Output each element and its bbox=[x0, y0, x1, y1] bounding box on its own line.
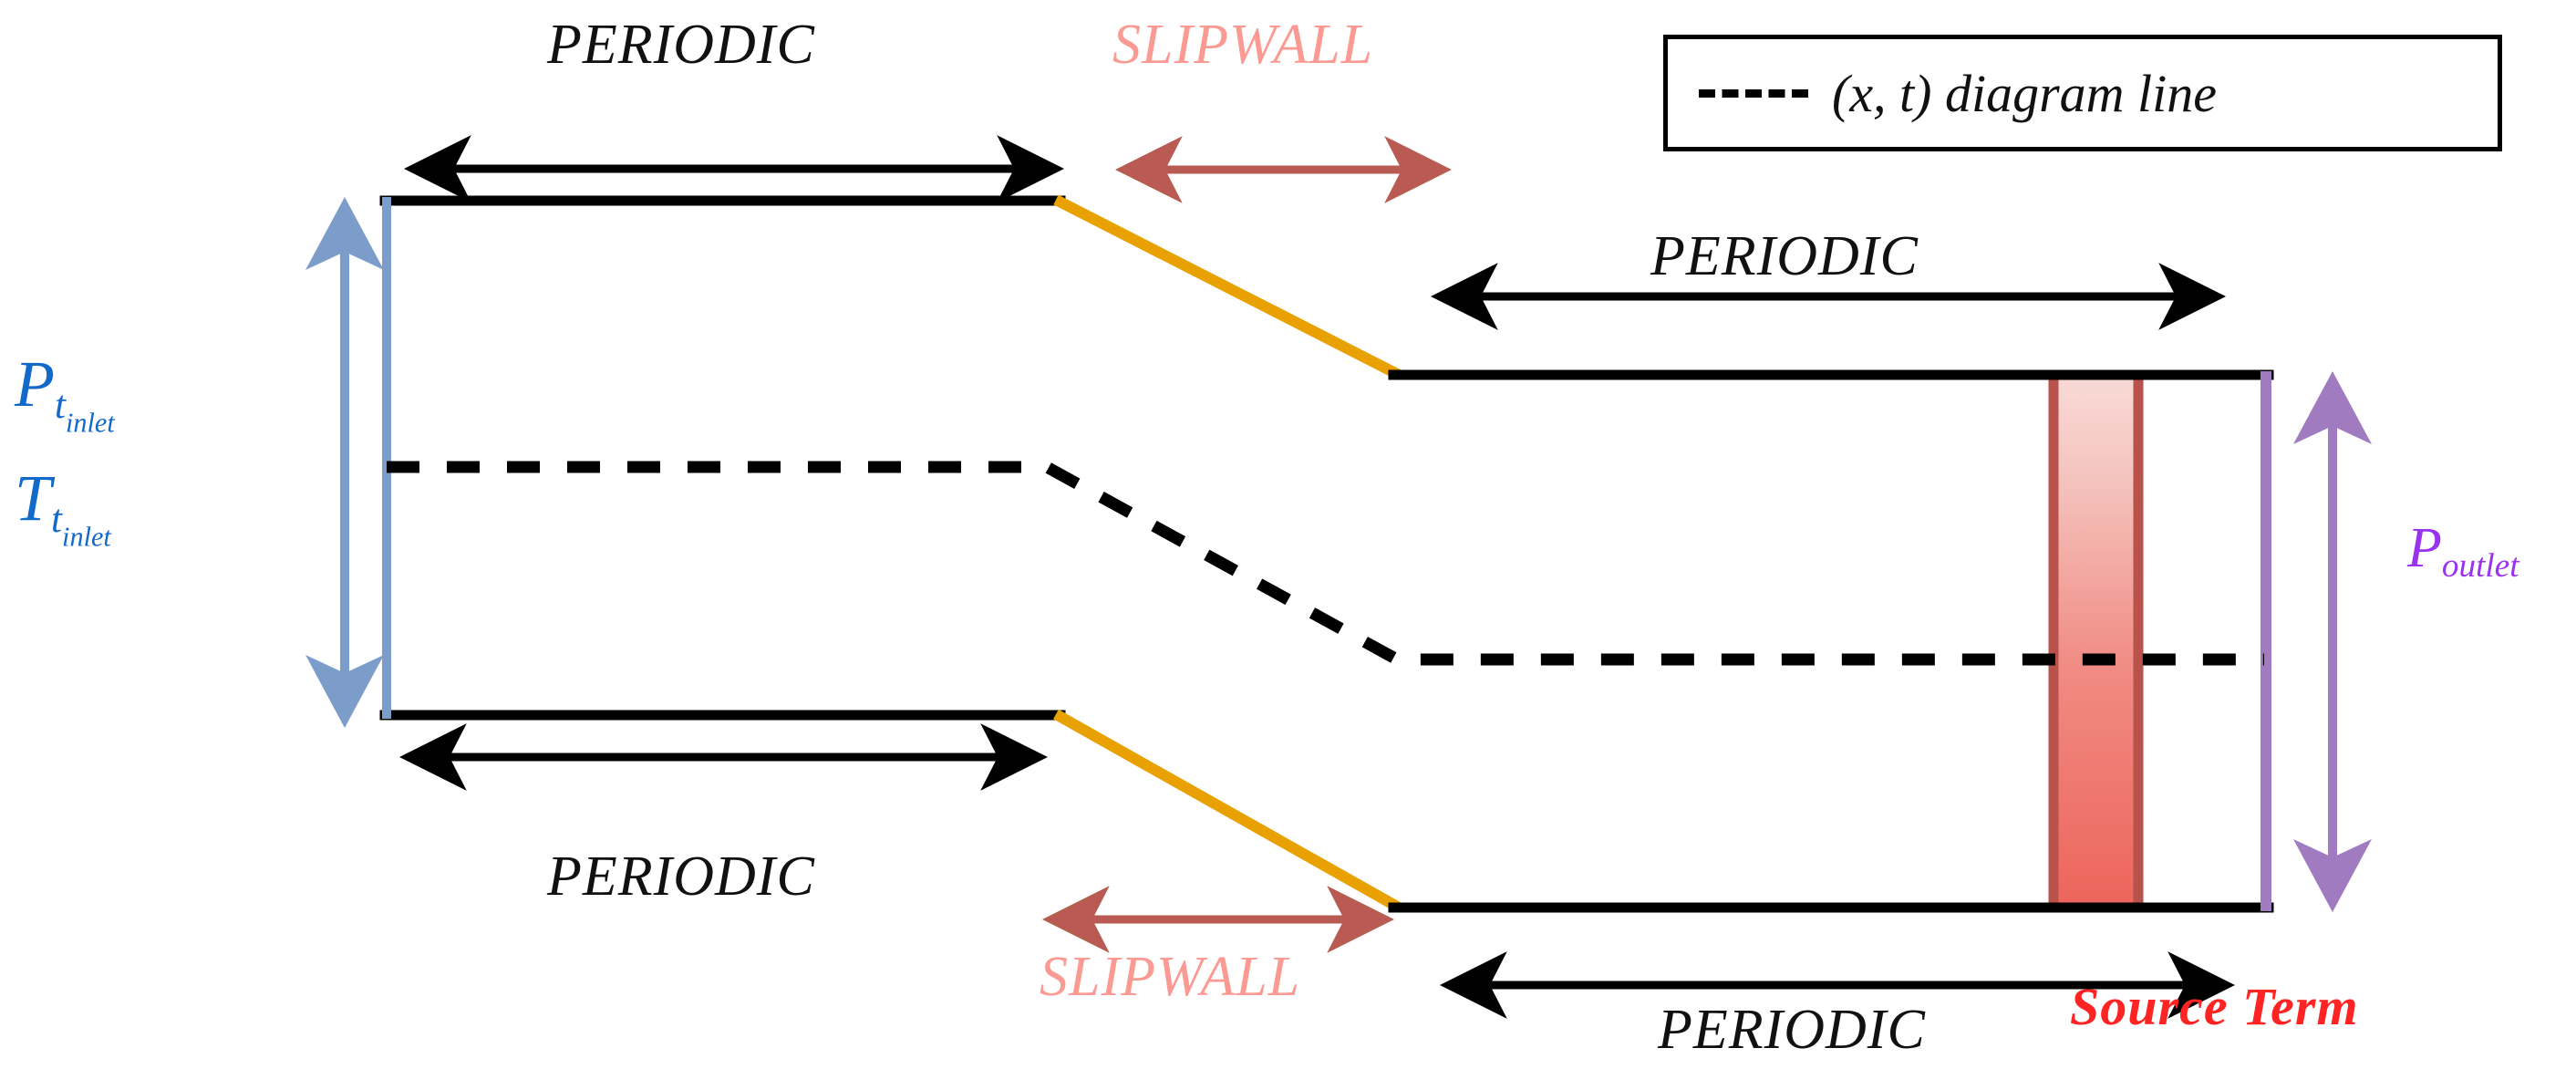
outlet-pressure-subscript: outlet bbox=[2441, 547, 2519, 586]
label-inlet-total-temperature: Ttinlet bbox=[15, 465, 111, 551]
inlet-temperature-symbol: T bbox=[15, 462, 52, 534]
inlet-pressure-symbol: P bbox=[15, 348, 55, 420]
label-periodic-top-right: PERIODIC bbox=[1650, 225, 1919, 287]
outlet-pressure-symbol: P bbox=[2407, 517, 2442, 579]
label-periodic-top-left: PERIODIC bbox=[547, 14, 815, 76]
inlet-pressure-subscript-inlet: inlet bbox=[65, 407, 115, 439]
label-slipwall-bottom: SLIPWALL bbox=[1040, 946, 1301, 1008]
label-periodic-bottom-right: PERIODIC bbox=[1658, 999, 1926, 1061]
label-slipwall-top: SLIPWALL bbox=[1112, 14, 1374, 76]
lower-wall-slip-contraction bbox=[1053, 709, 1402, 913]
inlet-temperature-subscript-inlet: inlet bbox=[62, 521, 111, 553]
label-source-term: Source Term bbox=[2070, 977, 2359, 1036]
upper-wall-slip-contraction bbox=[1053, 194, 1402, 380]
label-inlet-total-pressure: Ptinlet bbox=[15, 351, 115, 437]
inlet-temperature-subscript-t: t bbox=[51, 497, 63, 541]
legend-label: (x, t) diagram line bbox=[1832, 63, 2218, 123]
inlet-pressure-subscript-t: t bbox=[54, 383, 66, 427]
source-term-band bbox=[2048, 369, 2144, 913]
label-periodic-bottom-left: PERIODIC bbox=[547, 846, 815, 908]
label-outlet-pressure: Poutlet bbox=[2407, 520, 2519, 583]
dashed-line-icon bbox=[1699, 88, 1808, 98]
xt-diagram-centerline bbox=[387, 461, 2264, 666]
legend: (x, t) diagram line bbox=[1663, 35, 2502, 151]
